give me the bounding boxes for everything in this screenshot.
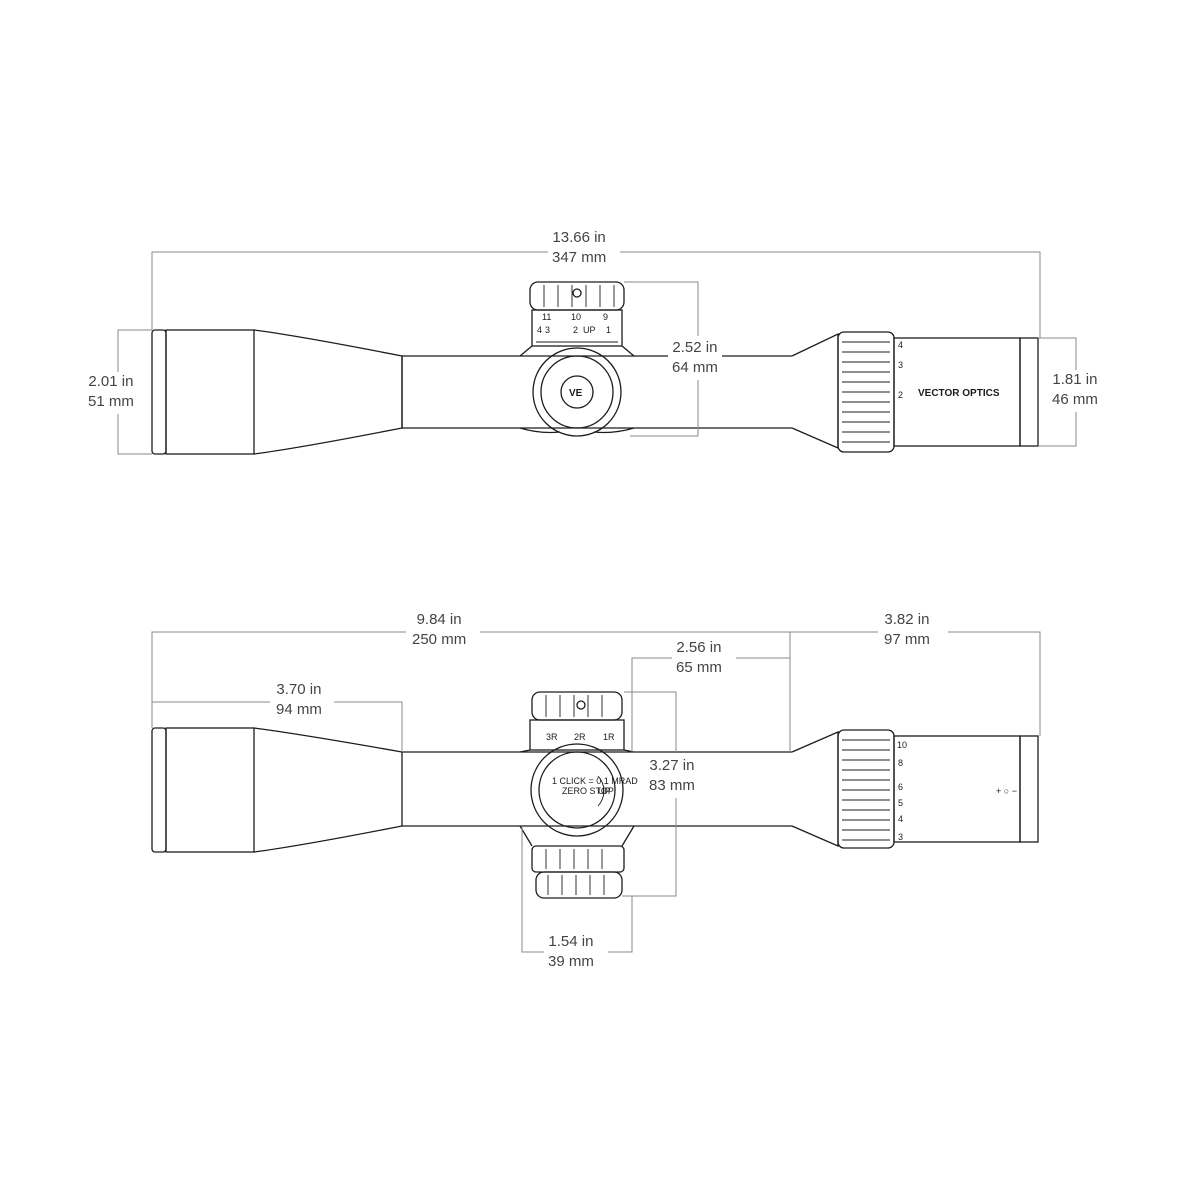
svg-text:1R: 1R <box>603 732 615 742</box>
top-side-dial-outer <box>532 347 622 437</box>
eyepiece-diameter-imperial: 1.81 in <box>1052 371 1098 388</box>
objective-section-metric: 94 mm <box>276 701 322 718</box>
objective-section-label: 3.70 in 94 mm <box>272 680 326 720</box>
top-turret-scale <box>531 309 623 347</box>
top-view-dimension-lines <box>117 251 1077 455</box>
svg-text:2: 2 <box>898 390 903 400</box>
svg-text:2: 2 <box>573 325 578 335</box>
svg-text:3: 3 <box>545 325 550 335</box>
side-parallax-dial-outer <box>530 743 624 837</box>
side-objective-bell <box>165 727 255 853</box>
objective-diameter-label: 2.01 in 51 mm <box>84 372 138 412</box>
top-mag-ring-marks: 4 3 2 <box>898 340 903 400</box>
svg-text:9: 9 <box>603 312 608 322</box>
overall-length-metric: 347 mm <box>552 249 607 266</box>
top-turret-height-metric: 64 mm <box>672 359 718 376</box>
eyepiece-diameter-label: 1.81 in 46 mm <box>1048 370 1102 410</box>
top-turret-scale-text: 11 10 9 4 3 2 UP 1 <box>537 312 611 335</box>
objective-diameter-imperial: 2.01 in <box>88 373 134 390</box>
svg-text:UP: UP <box>583 325 596 335</box>
top-turret-height-label: 2.52 in 64 mm <box>668 338 722 378</box>
diopter-marks: + ○ − <box>996 786 1017 796</box>
svg-text:3: 3 <box>898 832 903 842</box>
side-turret-height-label: 3.27 in 83 mm <box>645 756 699 796</box>
top-eyepiece-taper <box>791 332 839 449</box>
svg-text:11: 11 <box>542 312 551 322</box>
side-turret-scale-text: 3R 2R 1R <box>546 732 615 742</box>
overall-length-imperial: 13.66 in <box>552 229 606 246</box>
eyepiece-diameter-metric: 46 mm <box>1052 391 1098 408</box>
top-objective-front-ring <box>151 329 167 455</box>
svg-text:10: 10 <box>897 740 907 750</box>
side-eyepiece-taper <box>791 731 839 847</box>
svg-text:5: 5 <box>898 798 903 808</box>
overall-length-label: 13.66 in 347 mm <box>548 228 611 268</box>
front-to-eyepiece-label: 9.84 in 250 mm <box>408 610 471 650</box>
svg-text:3: 3 <box>898 360 903 370</box>
saddle-width-label: 1.54 in 39 mm <box>544 932 598 972</box>
top-eyepiece-end <box>1019 337 1039 447</box>
brand-mark: VECTOR OPTICS <box>918 388 1000 399</box>
top-view-scope <box>151 281 1039 455</box>
side-turret-height-metric: 83 mm <box>649 777 695 794</box>
top-side-dial-inner <box>540 355 614 429</box>
top-objective-bell <box>165 329 255 455</box>
svg-text:3R: 3R <box>546 732 558 742</box>
turret-to-eyepiece-metric: 65 mm <box>676 659 722 676</box>
side-objective-taper <box>253 727 403 853</box>
svg-text:ZERO STOP: ZERO STOP <box>562 786 614 796</box>
side-dial-text: 1 CLICK = 0.1 MRAD ZERO STOP UP <box>552 776 638 796</box>
logo-mark: VE <box>569 388 583 399</box>
top-turret-height-imperial: 2.52 in <box>672 339 718 356</box>
side-view-scope <box>151 691 1039 899</box>
saddle-width-metric: 39 mm <box>548 953 594 970</box>
eyepiece-length-imperial: 3.82 in <box>884 611 930 628</box>
svg-text:4: 4 <box>898 340 903 350</box>
svg-text:10: 10 <box>571 312 581 322</box>
side-objective-front-ring <box>151 727 167 853</box>
front-to-eyepiece-metric: 250 mm <box>412 631 467 648</box>
svg-text:1: 1 <box>606 325 611 335</box>
side-turret-height-imperial: 3.27 in <box>649 757 695 774</box>
saddle-width-imperial: 1.54 in <box>548 933 594 950</box>
side-eyepiece-end <box>1019 735 1039 843</box>
svg-text:4: 4 <box>537 325 542 335</box>
turret-to-eyepiece-imperial: 2.56 in <box>676 639 722 656</box>
svg-text:8: 8 <box>898 758 903 768</box>
side-parallax-dial-inner <box>538 751 616 829</box>
objective-section-imperial: 3.70 in <box>276 681 322 698</box>
svg-text:UP: UP <box>598 786 611 796</box>
side-windage-cap <box>535 871 623 899</box>
top-logo-badge <box>560 375 594 409</box>
side-mag-ring-marks: 10 8 6 5 4 3 <box>897 740 907 842</box>
side-view-dimension-lines <box>151 631 1041 953</box>
turret-to-eyepiece-label: 2.56 in 65 mm <box>672 638 726 678</box>
objective-diameter-metric: 51 mm <box>88 393 134 410</box>
svg-text:6: 6 <box>898 782 903 792</box>
side-elevation-scale <box>529 719 625 751</box>
eyepiece-length-label: 3.82 in 97 mm <box>880 610 934 650</box>
top-objective-taper <box>253 329 403 455</box>
eyepiece-length-metric: 97 mm <box>884 631 930 648</box>
svg-text:4: 4 <box>898 814 903 824</box>
svg-text:2R: 2R <box>574 732 586 742</box>
svg-text:1 CLICK = 0.1 MRAD: 1 CLICK = 0.1 MRAD <box>552 776 638 786</box>
front-to-eyepiece-imperial: 9.84 in <box>416 611 462 628</box>
